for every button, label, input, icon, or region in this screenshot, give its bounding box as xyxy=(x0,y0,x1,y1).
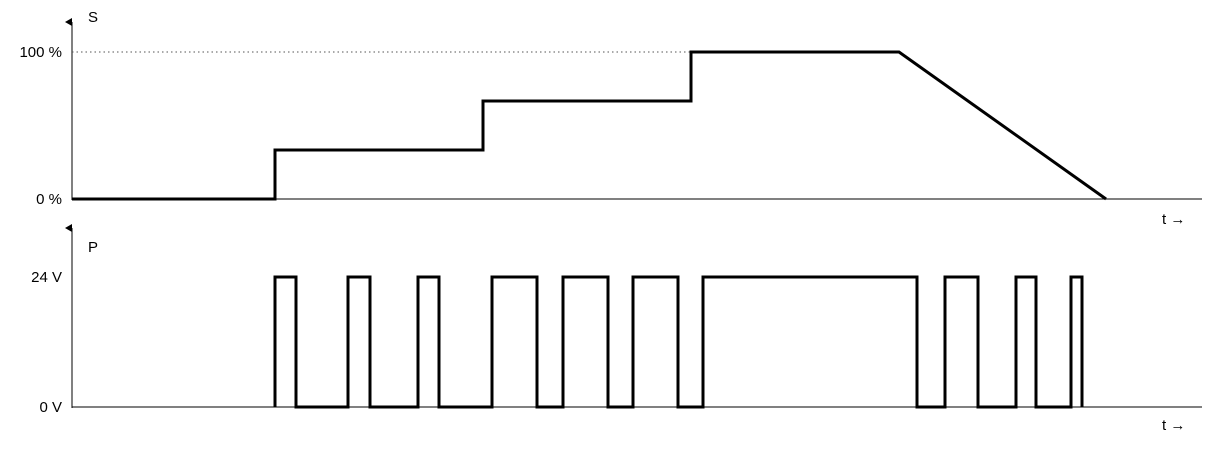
pwm-pulse-train-line xyxy=(273,275,1084,409)
pwm-tick-label-0v: 0 V xyxy=(39,399,62,416)
speed-tick-label-100: 100 % xyxy=(19,44,62,61)
speed-series-line xyxy=(72,50,1107,201)
pwm-chart: P t → 24 V 0 V xyxy=(31,224,1202,434)
speed-y-axis-label: S xyxy=(88,9,98,26)
pwm-tick-label-24v: 24 V xyxy=(31,269,62,286)
speed-x-axis-label: t → xyxy=(1162,211,1185,228)
pwm-y-axis-label: P xyxy=(88,239,98,256)
speed-chart: S t → 100 % 0 % xyxy=(19,9,1202,228)
pwm-x-axis-label: t → xyxy=(1162,417,1185,434)
speed-tick-label-0: 0 % xyxy=(36,191,62,208)
